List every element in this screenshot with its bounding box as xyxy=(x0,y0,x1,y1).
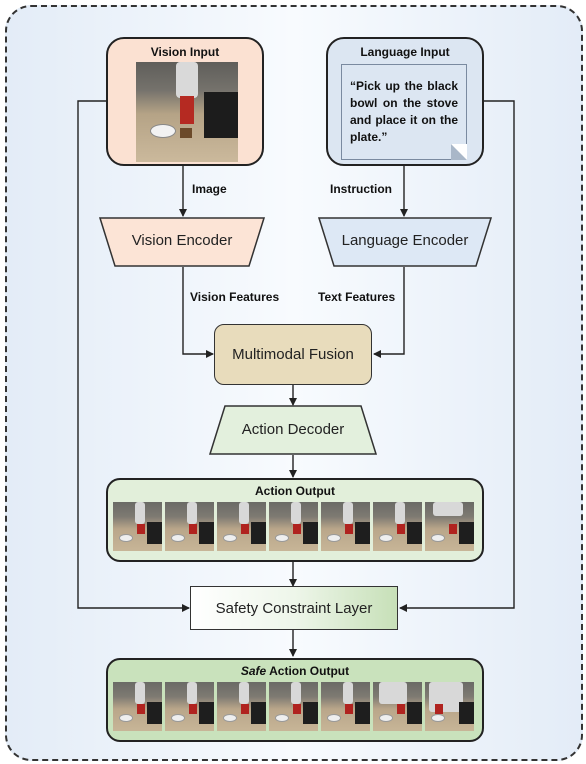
action-frame xyxy=(165,502,214,551)
safe-action-frame xyxy=(425,682,474,731)
action-decoder-node: Action Decoder xyxy=(209,405,377,455)
action-decoder-label: Action Decoder xyxy=(241,421,345,438)
vision-input-title: Vision Input xyxy=(150,45,220,59)
instruction-label: Instruction xyxy=(330,182,392,196)
safe-action-frame xyxy=(321,682,370,731)
action-output-box: Action Output xyxy=(106,478,484,562)
safe-action-frame xyxy=(217,682,266,731)
vision-features-label: Vision Features xyxy=(190,290,280,304)
safety-constraint-layer-node: Safety Constraint Layer xyxy=(190,586,398,630)
vision-encoder-node: Vision Encoder xyxy=(99,217,265,267)
safe-action-frame xyxy=(269,682,318,731)
action-frame xyxy=(217,502,266,551)
vision-bypass-arrow xyxy=(77,100,190,612)
safe-word: Safe xyxy=(240,664,267,678)
text-features-arrow xyxy=(373,267,405,358)
multimodal-fusion-node: Multimodal Fusion xyxy=(214,324,372,385)
text-features-label: Text Features xyxy=(318,290,396,304)
action-frame xyxy=(373,502,422,551)
safe-action-output-title: Safe Action Output xyxy=(108,664,482,678)
language-encoder-label: Language Encoder xyxy=(341,232,469,249)
action-frame xyxy=(269,502,318,551)
safe-action-output-box: Safe Action Output xyxy=(106,658,484,742)
action-output-title: Action Output xyxy=(255,484,335,498)
image-label: Image xyxy=(192,182,227,196)
vision-input-image xyxy=(136,62,238,162)
safe-action-frame xyxy=(113,682,162,731)
instruction-note: “Pick up the black bowl on the stove and… xyxy=(341,64,467,160)
language-bypass-arrow xyxy=(399,100,515,612)
safe-action-frames-strip xyxy=(113,682,474,731)
language-input-title: Language Input xyxy=(360,45,450,59)
action-frame xyxy=(113,502,162,551)
instruction-text: “Pick up the black bowl on the stove and… xyxy=(350,79,458,144)
action-frame xyxy=(425,502,474,551)
action-frames-strip xyxy=(113,502,474,551)
safety-constraint-layer-label: Safety Constraint Layer xyxy=(215,599,373,617)
safe-action-frame xyxy=(165,682,214,731)
note-fold-corner xyxy=(451,144,467,160)
vision-encoder-label: Vision Encoder xyxy=(131,232,233,249)
language-encoder-node: Language Encoder xyxy=(318,217,492,267)
vision-features-arrow xyxy=(182,267,214,358)
multimodal-fusion-label: Multimodal Fusion xyxy=(232,346,354,363)
action-frame xyxy=(321,502,370,551)
safe-action-frame xyxy=(373,682,422,731)
safe-output-title-rest: Action Output xyxy=(266,664,350,678)
